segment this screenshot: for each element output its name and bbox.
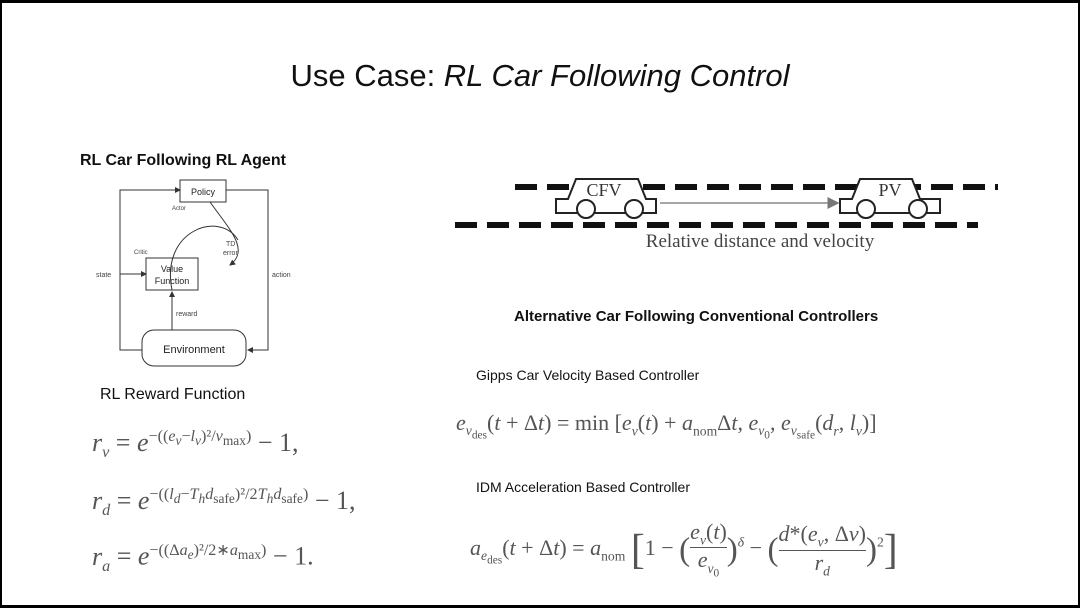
value-label-1: Value [161, 264, 183, 274]
state-label: state [96, 272, 111, 279]
pv-label: PV [878, 180, 901, 200]
alt-controllers-heading: Alternative Car Following Conventional C… [514, 308, 879, 325]
reward-heading: RL Reward Function [100, 386, 246, 403]
reward-equation-acceleration: ra = e−((Δae)²/2∗amax) − 1. [92, 541, 314, 575]
critic-label: Critic [134, 250, 148, 256]
cfv-car: CFV [555, 178, 657, 219]
road-caption: Relative distance and velocity [646, 231, 875, 252]
title-plain: Use Case: [290, 58, 444, 93]
action-label: action [272, 272, 291, 279]
td-label-1: TD [226, 241, 235, 248]
actor-critic-diagram: Policy Actor Value Function Critic Envir… [96, 179, 291, 367]
value-label-2: Function [155, 276, 190, 286]
environment-label: Environment [163, 344, 225, 356]
actor-label: Actor [172, 206, 186, 212]
gipps-equation: evdes(t + Δt) = min [ev(t) + anomΔt, ev0… [456, 410, 877, 443]
idm-equation: aedes(t + Δt) = anom [1 − (ev(t)ev0)δ − … [470, 519, 898, 580]
reward-equation-distance: rd = e−((ld−Thdsafe)²/2Thdsafe) − 1, [92, 486, 356, 520]
car-following-diagram: CFV PV Relative distance and velocity [455, 178, 998, 252]
agent-heading: RL Car Following RL Agent [80, 152, 286, 169]
pv-car: PV [839, 178, 941, 219]
gipps-heading: Gipps Car Velocity Based Controller [476, 367, 700, 383]
reward-label: reward [176, 311, 198, 318]
reward-equation-velocity: rv = e−((ev−lv)²/vmax) − 1, [92, 428, 299, 462]
idm-heading: IDM Acceleration Based Controller [476, 479, 690, 495]
environment-box [141, 329, 247, 367]
cfv-label: CFV [586, 180, 621, 200]
slide-title: Use Case: RL Car Following Control [0, 58, 1080, 94]
title-italic: RL Car Following Control [443, 58, 790, 93]
policy-label: Policy [191, 187, 216, 197]
slide [2, 3, 1078, 605]
td-label-2: error [223, 250, 238, 257]
